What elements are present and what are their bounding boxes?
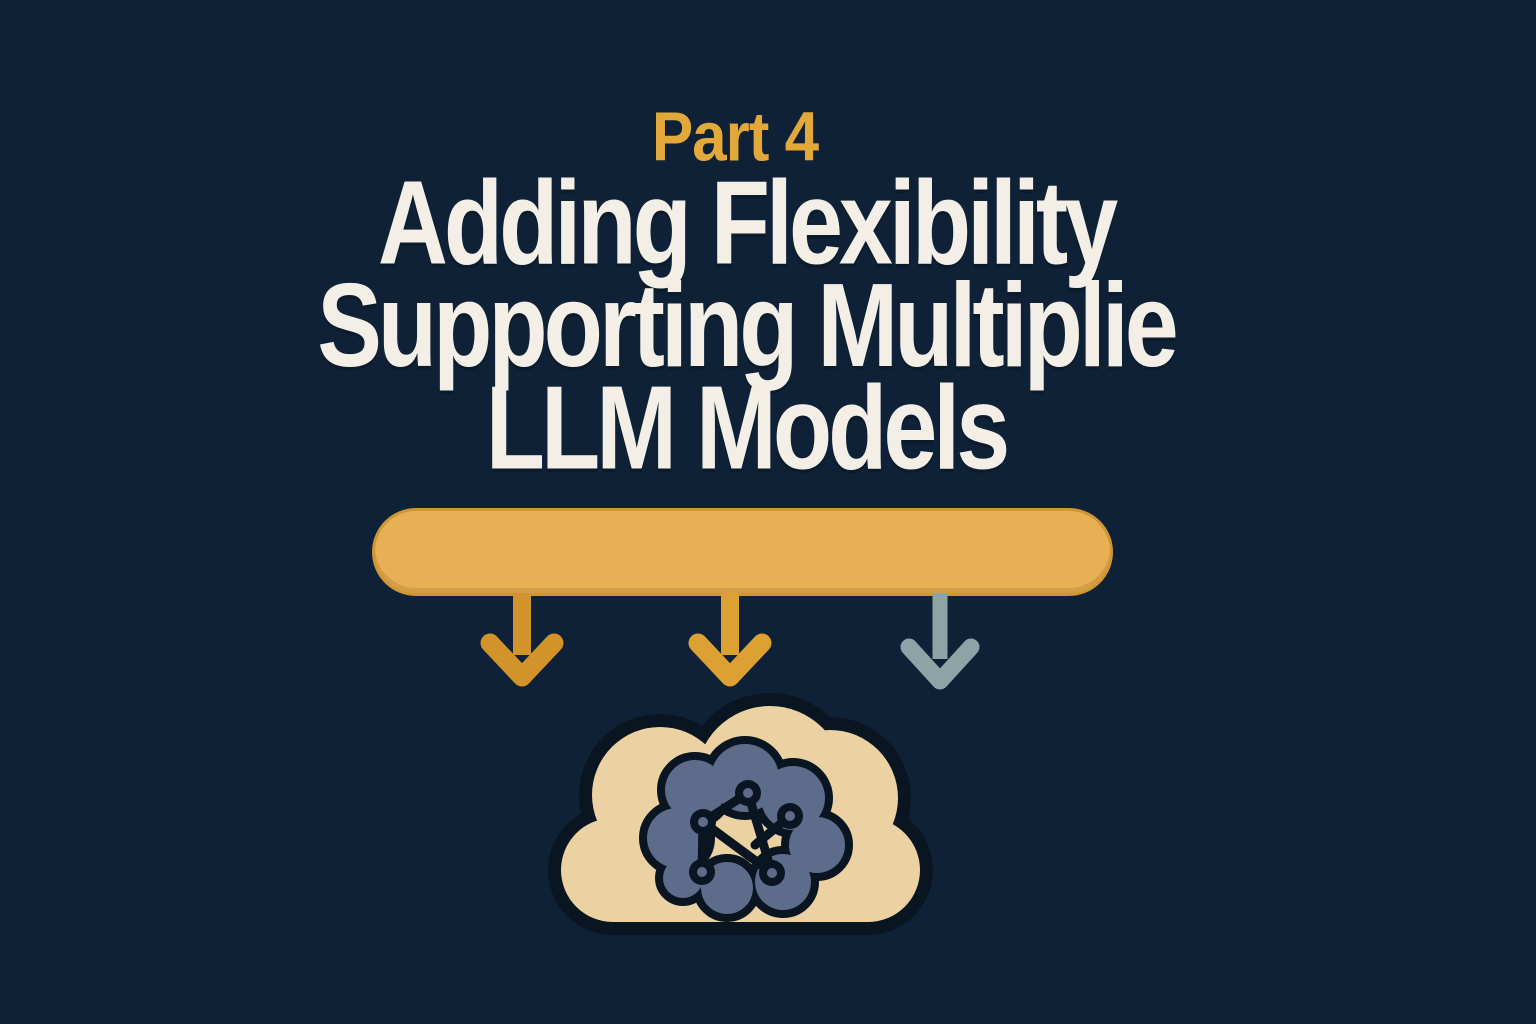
part-label: Part 4 xyxy=(651,99,819,177)
title-line-2: Supporting Multiplie xyxy=(317,258,1179,392)
arrow-down-icon xyxy=(688,593,772,687)
gold-pill-bar xyxy=(372,508,1113,596)
page-title: Adding Flexibility Supporting Multiplie … xyxy=(0,156,1492,495)
neural-network-nodes xyxy=(689,780,803,886)
brain-body xyxy=(647,744,845,914)
title-line-3: LLM Models xyxy=(485,361,1010,495)
arrow-down-icon xyxy=(900,593,980,690)
title-line-1: Adding Flexibility xyxy=(377,156,1118,290)
cloud-ai-brain-icon xyxy=(548,693,933,935)
arrow-down-icon xyxy=(480,593,564,687)
